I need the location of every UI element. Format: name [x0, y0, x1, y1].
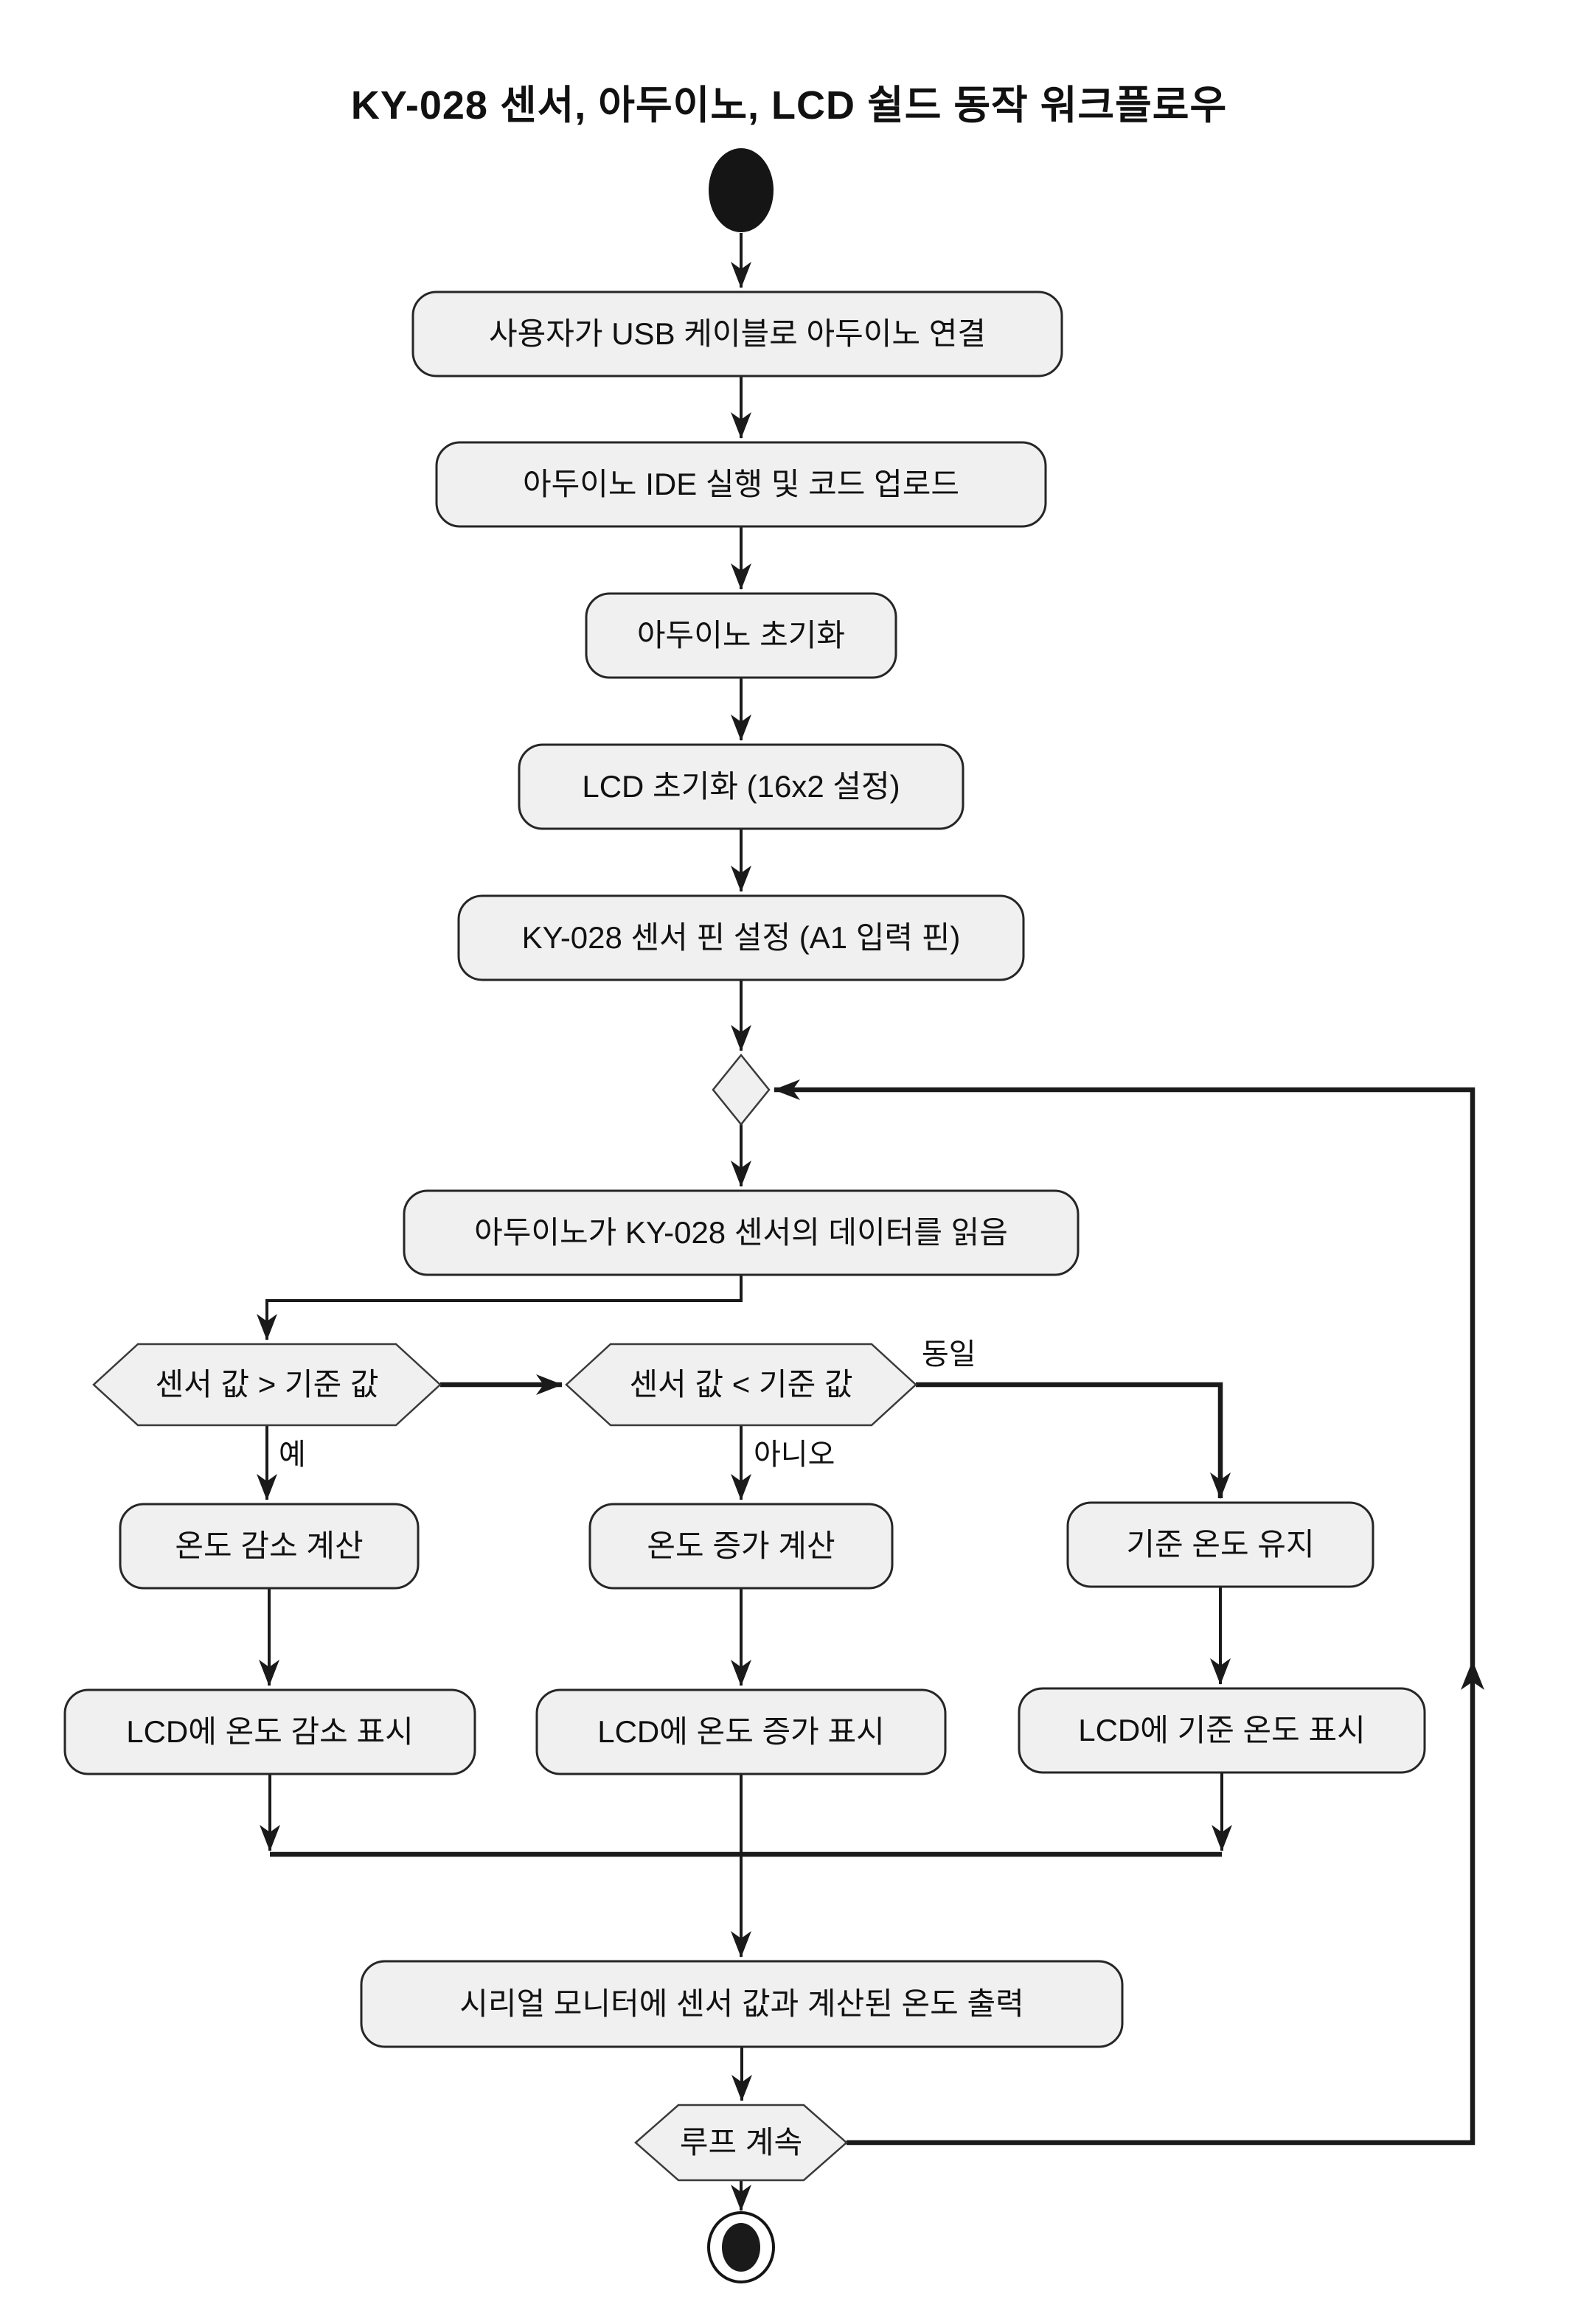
edge-equal-to-keep-base [916, 1382, 1231, 1499]
diagram-title: KY-028 센서, 아두이노, LCD 쉴드 동작 워크플로우 [350, 83, 1228, 128]
activity-box-read-sensor [403, 1189, 1080, 1276]
decision-hexagon-cond-greater [92, 1343, 442, 1427]
activity-box-serial-output [360, 1960, 1124, 2048]
end-node-inner-dot [722, 2223, 760, 2272]
edge-loop-back-to-merge-diamond [774, 1079, 1476, 2146]
edge-read-sensor-to-cond-greater [257, 1275, 743, 1340]
activity-box-run-ide [435, 441, 1047, 528]
activity-box-calc-increase [588, 1503, 894, 1590]
activity-box-keep-base [1066, 1501, 1374, 1588]
activity-box-lcd-decrease [63, 1688, 476, 1775]
loop-back-mid-arrowhead [1461, 1660, 1484, 1690]
activity-box-setup-pin [457, 894, 1025, 981]
activity-box-init-lcd [518, 743, 964, 830]
merge-diamond [712, 1054, 771, 1126]
activity-box-lcd-increase [535, 1688, 947, 1775]
activity-box-connect-usb [411, 290, 1063, 378]
start-node [709, 148, 774, 232]
decision-hexagon-cond-less [565, 1343, 917, 1427]
activity-box-calc-decrease [119, 1503, 420, 1590]
activity-box-lcd-base [1018, 1687, 1426, 1774]
decision-hexagon-loop-continue [634, 2104, 848, 2182]
activity-box-init-arduino [585, 592, 897, 679]
